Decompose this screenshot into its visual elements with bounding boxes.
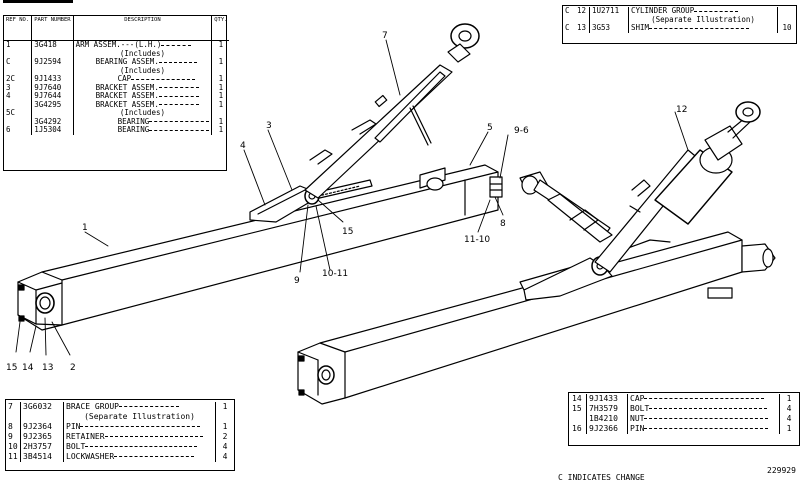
callout-13: 13 <box>42 363 53 373</box>
callout-15-mid: 15 <box>342 227 353 237</box>
cylinder-group <box>594 101 761 273</box>
callout-10-11: 10-11 <box>322 269 348 279</box>
callout-4: 4 <box>240 141 246 151</box>
callout-12: 12 <box>676 105 687 115</box>
table-row: (Separate Illustration) <box>563 15 796 24</box>
callout-5: 5 <box>487 123 493 133</box>
callout-7: 7 <box>382 31 388 41</box>
header-bar <box>3 0 73 3</box>
left-arm-beam <box>17 164 503 331</box>
callout-15-left: 15 <box>6 363 17 373</box>
change-note: C INDICATES CHANGE <box>558 473 645 482</box>
callout-9: 9 <box>294 276 300 286</box>
table-row: (Includes) <box>4 66 230 75</box>
callout-3: 3 <box>266 121 272 131</box>
bottom-left-parts-table-frame <box>5 399 235 471</box>
top-right-parts-table-frame <box>562 5 797 44</box>
brace-group-upper <box>304 23 480 199</box>
table-row: (Separate Illustration) <box>6 412 234 422</box>
callout-leaders <box>15 39 689 356</box>
figure-number: 229929 <box>767 466 796 475</box>
callout-2: 2 <box>70 363 76 373</box>
header-part: PART NUMBER <box>31 16 74 41</box>
right-arm-beam <box>297 231 776 405</box>
header-qty: QTY. <box>211 16 230 41</box>
table-header-row: REF NO. PART NUMBER DESCRIPTION QTY. <box>4 16 230 41</box>
callout-8: 8 <box>500 219 506 229</box>
callout-14: 14 <box>22 363 34 373</box>
callout-9-6: 9-6 <box>514 126 529 136</box>
table-row: (Includes) <box>4 49 230 58</box>
callout-1: 1 <box>82 223 88 233</box>
callout-11-10: 11-10 <box>464 235 490 245</box>
callout-numbers: 1 2 13 14 15 3 4 5 7 8 9-6 11-10 15 9 10… <box>6 31 687 373</box>
table-row: 5C(Includes) <box>4 108 230 118</box>
header-description: DESCRIPTION <box>73 16 212 41</box>
bottom-right-parts-table-frame <box>568 392 800 446</box>
header-ref: REF NO. <box>4 16 33 41</box>
